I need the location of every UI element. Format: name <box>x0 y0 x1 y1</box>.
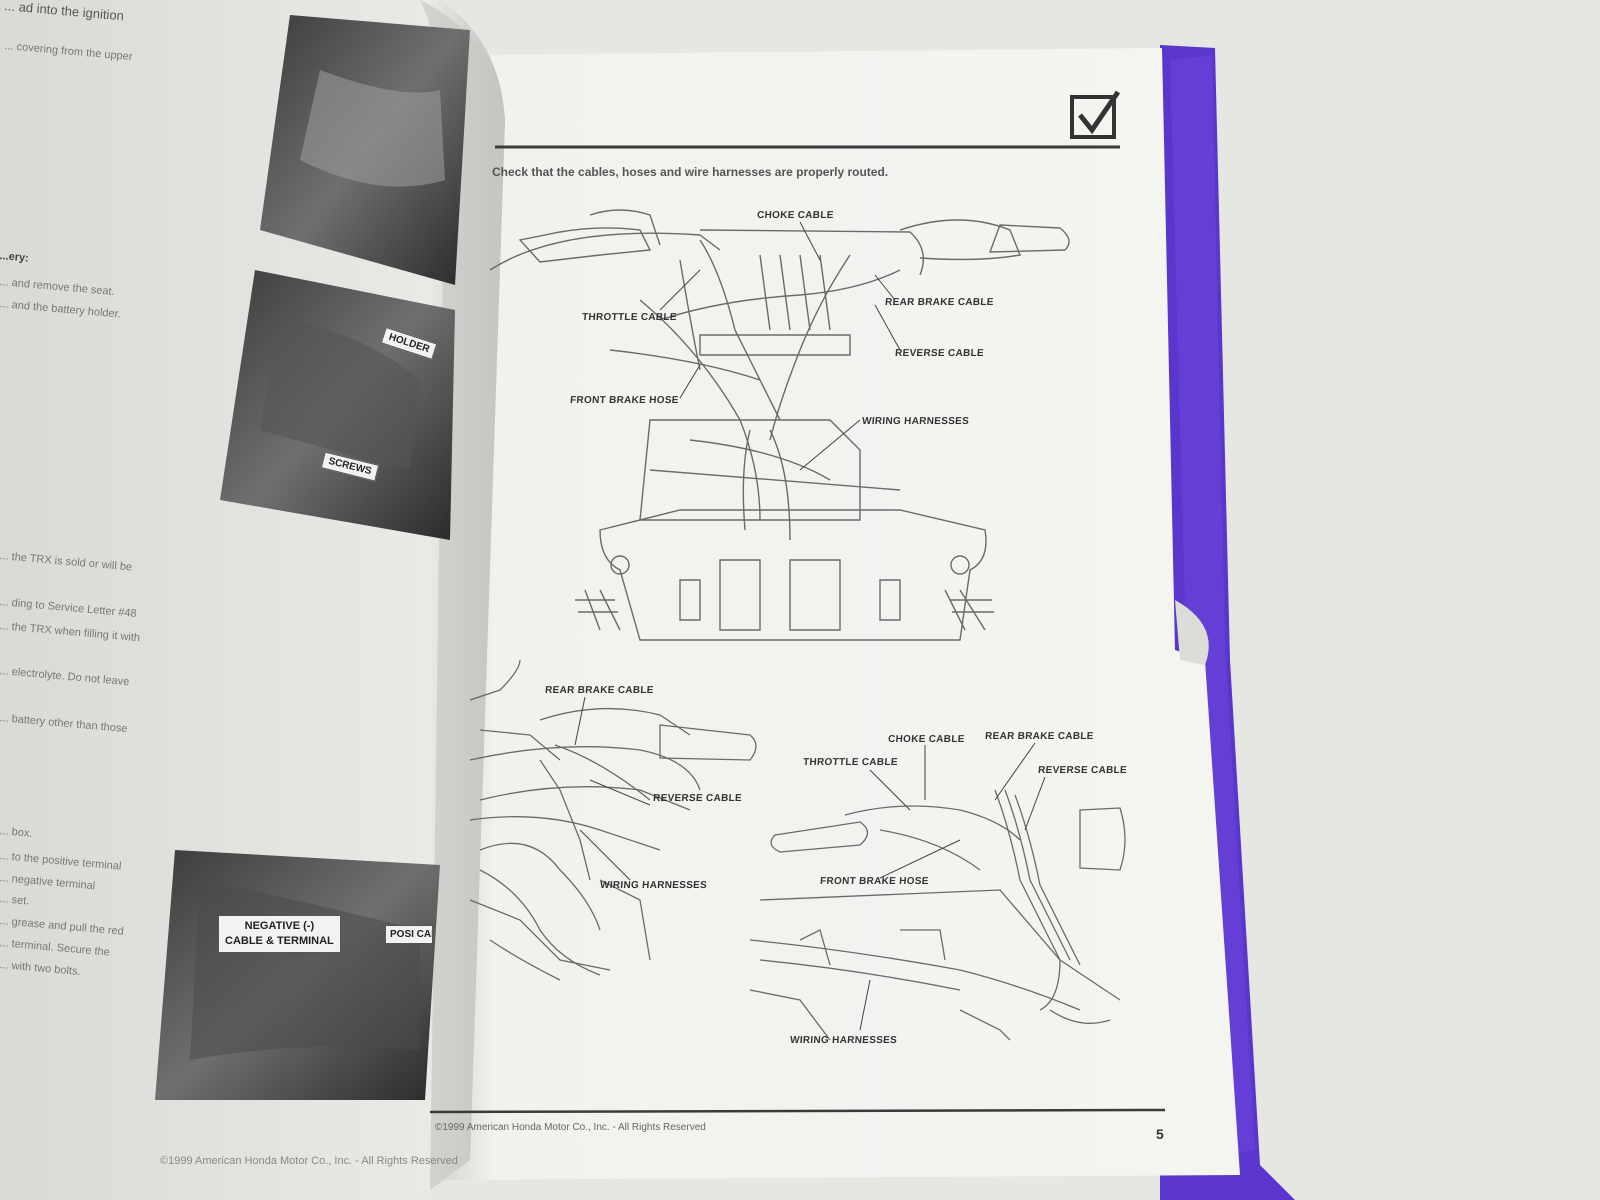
label-reverse-cable: REVERSE CABLE <box>894 348 985 359</box>
bottom-left-diagram <box>469 659 757 981</box>
checkmark-icon <box>1078 90 1121 135</box>
label-wiring-harnesses: WIRING HARNESSES <box>861 416 970 427</box>
left-line-c4: ... set. <box>0 893 30 908</box>
top-diagram <box>489 209 1070 641</box>
label-front-brake-hose-br: FRONT BRAKE HOSE <box>819 876 930 887</box>
label-rear-brake-cable: REAR BRAKE CABLE <box>884 297 995 308</box>
checkbox-box <box>1070 95 1116 139</box>
label-throttle-cable: THROTTLE CABLE <box>581 312 678 323</box>
label-choke-cable-br: CHOKE CABLE <box>887 734 966 745</box>
label-front-brake-hose: FRONT BRAKE HOSE <box>569 395 680 406</box>
label-reverse-cable-bl: REVERSE CABLE <box>652 793 743 804</box>
photo-label-negative: NEGATIVE (-) CABLE & TERMINAL <box>218 915 341 953</box>
left-footer: ©1999 American Honda Motor Co., Inc. - A… <box>160 1155 458 1167</box>
page-number: 5 <box>1156 1126 1164 1142</box>
photo-label-positive: POSI CABLE <box>385 925 433 944</box>
label-wiring-harnesses-br: WIRING HARNESSES <box>789 1035 898 1046</box>
label-choke-cable: CHOKE CABLE <box>756 210 835 221</box>
bottom-right-diagram <box>749 789 1126 1041</box>
right-page <box>430 48 1240 1180</box>
label-wiring-harnesses-bl: WIRING HARNESSES <box>599 880 708 891</box>
photo-label-negative-line1: NEGATIVE (-) <box>244 920 315 932</box>
label-rear-brake-cable-br: REAR BRAKE CABLE <box>984 731 1095 742</box>
footer-copyright: ©1999 American Honda Motor Co., Inc. - A… <box>435 1122 706 1133</box>
photo-label-negative-line2: CABLE & TERMINAL <box>225 935 334 947</box>
label-reverse-cable-br: REVERSE CABLE <box>1037 765 1128 776</box>
label-rear-brake-cable-bl: REAR BRAKE CABLE <box>544 685 655 696</box>
left-section-head: ...ery: <box>0 250 30 265</box>
label-throttle-cable-br: THROTTLE CABLE <box>802 757 899 768</box>
page-heading: Check that the cables, hoses and wire ha… <box>492 165 889 179</box>
